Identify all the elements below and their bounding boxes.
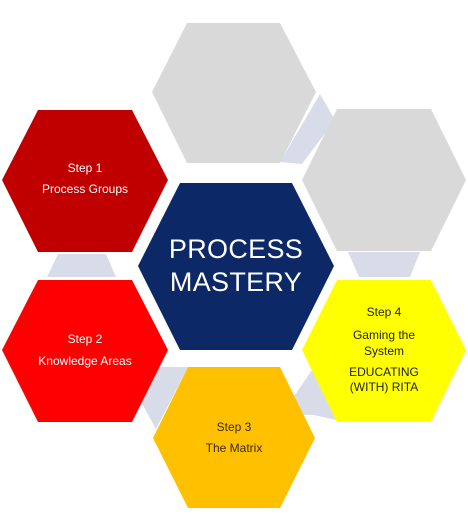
center-title-line2: MASTERY [170,267,302,297]
step4-hexagon: Step 4 Gaming the System EDUCATING (WITH… [302,280,466,422]
placeholder-hexagon-top-right [302,109,466,251]
connector-top-right-top [280,94,335,164]
step2-shape [2,280,168,422]
step2-subtitle: Knowledge Areas [38,354,131,368]
step4-line4: EDUCATING [349,365,419,379]
step1-title: Step 1 [68,161,103,175]
step3-subtitle: The Matrix [206,441,263,455]
step3-shape [153,367,315,508]
step1-hexagon: Step 1 Process Groups [2,110,168,252]
step2-hexagon: Step 2 Knowledge Areas [2,280,168,422]
placeholder-hexagon-top [152,23,316,163]
step4-line5: (WITH) RITA [350,380,418,394]
step1-subtitle: Process Groups [42,182,128,196]
center-title-line1: PROCESS [169,234,303,264]
step3-hexagon: Step 3 The Matrix [153,367,315,508]
step4-shape [302,280,466,422]
step3-title: Step 3 [217,420,252,434]
step1-shape [2,110,168,252]
step2-title: Step 2 [68,332,103,346]
center-hexagon: PROCESS MASTERY [138,183,334,350]
connector-step1-step2 [47,254,116,277]
step4-line3: System [364,344,404,358]
step4-line2: Gaming the [353,328,415,342]
step4-title: Step 4 [367,305,402,319]
center-shape [138,183,334,350]
connector-step4-top-right [348,252,420,277]
